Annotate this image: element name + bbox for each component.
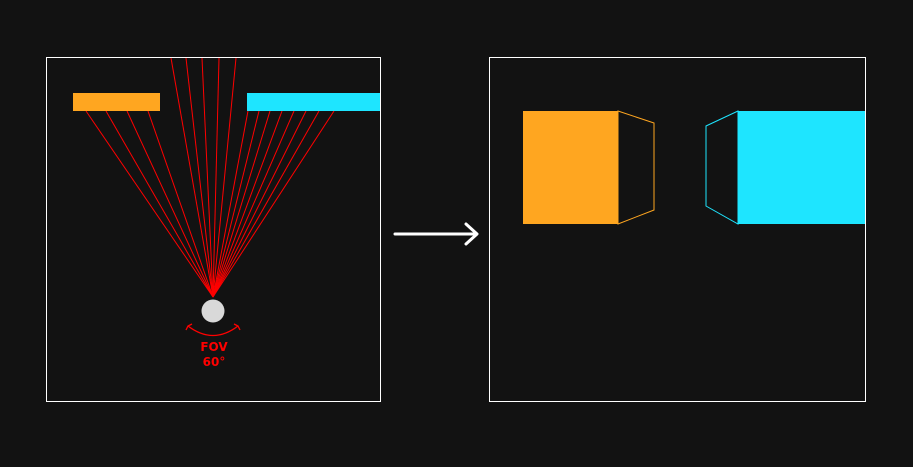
right-arrow-icon <box>393 222 479 246</box>
fov-value: 60° <box>203 355 226 369</box>
ray-line <box>212 57 237 298</box>
cyan-wall-topdown <box>247 93 380 111</box>
cyan-wall-front-face <box>738 111 865 224</box>
ray-line <box>105 110 214 298</box>
ray-fan <box>85 57 335 298</box>
camera-circle-icon <box>201 299 225 323</box>
rendered-view-panel <box>489 57 866 402</box>
view-frame <box>489 57 866 402</box>
map-frame <box>46 57 381 402</box>
ray-line <box>212 110 249 298</box>
ray-line <box>212 110 307 298</box>
ray-line <box>212 110 271 298</box>
ray-line <box>126 110 214 298</box>
ray-line <box>185 57 214 298</box>
fov-label: FOV <box>200 340 228 354</box>
ray-line <box>170 57 214 298</box>
cyan-wall-side-face <box>705 110 739 225</box>
ray-line <box>212 110 283 298</box>
ray-line <box>201 57 214 298</box>
orange-wall-front-face <box>523 111 618 224</box>
ray-line <box>85 110 214 298</box>
ray-line <box>212 110 335 298</box>
fov-arc-icon <box>185 323 241 337</box>
orange-wall-topdown <box>73 93 160 111</box>
map-view-panel: FOV 60° <box>46 57 381 402</box>
ray-line <box>147 110 214 298</box>
ray-line <box>212 57 220 298</box>
ray-line <box>212 110 260 298</box>
orange-wall-side-face <box>617 110 655 225</box>
ray-line <box>212 110 320 298</box>
ray-line <box>212 110 295 298</box>
